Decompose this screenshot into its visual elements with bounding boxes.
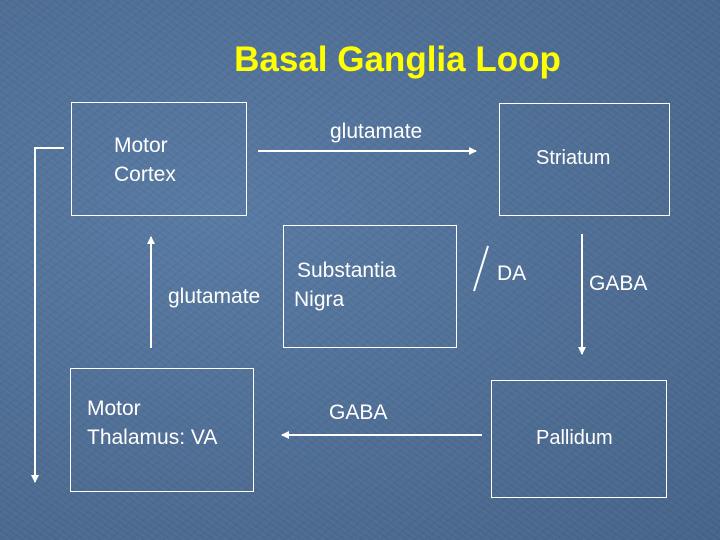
substantia-nigra-label-line1: Substantia [297, 259, 397, 282]
motor-cortex-label-line2: Cortex [114, 163, 176, 186]
arrow-nigra-to-striatum [473, 245, 489, 292]
motor-thalamus-label-line1: Motor [87, 397, 141, 420]
substantia-nigra-box [283, 225, 457, 348]
motor-thalamus-box [70, 368, 254, 492]
striatum-label: Striatum [536, 147, 611, 169]
edge-label-cortex-to-striatum: glutamate [330, 120, 423, 143]
pallidum-label: Pallidum [536, 427, 613, 449]
edge-label-pallidum-to-thalamus: GABA [329, 401, 388, 424]
outer-loop-line [31, 147, 64, 483]
substantia-nigra-label-line2: Nigra [294, 288, 345, 311]
motor-thalamus-label-line2: Thalamus: VA [87, 426, 218, 449]
striatum-box [499, 103, 670, 216]
pallidum-box [491, 380, 667, 498]
edge-label-thalamus-to-cortex: glutamate [168, 285, 261, 308]
edge-label-nigra-to-striatum: DA [497, 262, 527, 285]
motor-cortex-box [71, 102, 247, 216]
motor-cortex-label-line1: Motor [114, 134, 168, 157]
slide-title: Basal Ganglia Loop [234, 40, 561, 79]
edge-label-striatum-to-pallidum: GABA [589, 272, 648, 295]
